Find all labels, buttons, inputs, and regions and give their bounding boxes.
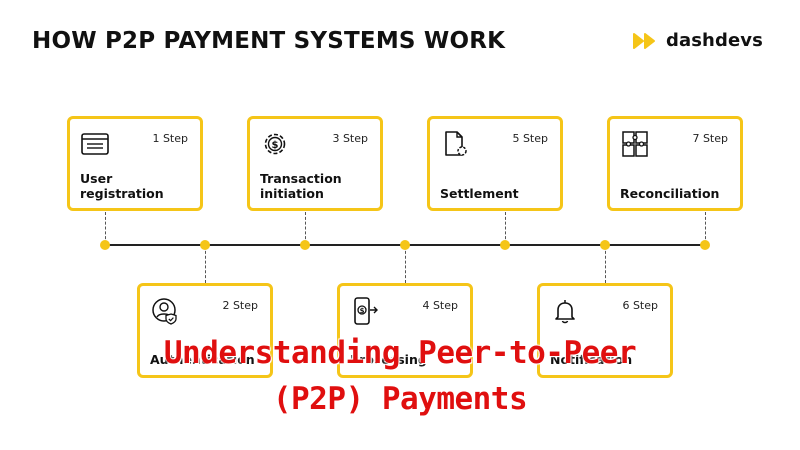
gear-dollar-icon: $: [264, 133, 286, 155]
timeline-dot: [700, 240, 710, 250]
overlay-caption: Understanding Peer-to-Peer (P2P) Payment…: [0, 330, 800, 422]
user-shield-icon: [152, 298, 177, 325]
browser-window-icon: [81, 133, 109, 155]
step-number: 5 Step: [512, 132, 548, 145]
connector-step-1: [105, 212, 106, 244]
page-title: HOW P2P PAYMENT SYSTEMS WORK: [32, 28, 506, 54]
step-card-6: 6 Step Notification: [537, 283, 673, 378]
svg-text:$: $: [360, 307, 365, 315]
step-label: Notification: [550, 352, 633, 367]
step-number: 1 Step: [152, 132, 188, 145]
step-card-4: $ 4 Step Processing: [337, 283, 473, 378]
timeline-dot: [600, 240, 610, 250]
connector-step-3: [305, 212, 306, 244]
step-card-5: 5 Step Settlement: [427, 116, 563, 211]
step-card-2: 2 Step Authentication: [137, 283, 273, 378]
timeline-dot: [300, 240, 310, 250]
step-number: 2 Step: [222, 299, 258, 312]
document-gear-icon: [445, 131, 467, 156]
step-number: 6 Step: [622, 299, 658, 312]
connector-step-7: [705, 212, 706, 244]
step-label: Transaction initiation: [260, 171, 342, 201]
bell-icon: [555, 300, 575, 324]
step-number: 4 Step: [422, 299, 458, 312]
svg-text:$: $: [272, 140, 279, 151]
step-label: Processing: [350, 352, 427, 367]
puzzle-icon: [622, 131, 648, 157]
step-label: User registration: [80, 171, 164, 201]
connector-step-2: [205, 246, 206, 283]
timeline-dot: [100, 240, 110, 250]
overlay-caption-line-1: Understanding Peer-to-Peer: [163, 335, 637, 371]
timeline-dot: [400, 240, 410, 250]
step-label: Settlement: [440, 186, 519, 201]
step-card-1: 1 Step User registration: [67, 116, 203, 211]
brand: dashdevs: [632, 30, 763, 51]
step-label: Authentication: [150, 352, 255, 367]
connector-step-5: [505, 212, 506, 244]
timeline-dot: [200, 240, 210, 250]
overlay-caption-line-2: (P2P) Payments: [272, 381, 528, 417]
timeline-dot: [500, 240, 510, 250]
phone-transfer-icon: $: [354, 297, 378, 325]
step-number: 7 Step: [692, 132, 728, 145]
connector-step-6: [605, 246, 606, 283]
step-card-3: $ 3 Step Transaction initiation: [247, 116, 383, 211]
connector-step-4: [405, 246, 406, 283]
step-card-7: 7 Step Reconciliation: [607, 116, 743, 211]
step-number: 3 Step: [332, 132, 368, 145]
brand-name: dashdevs: [666, 30, 763, 51]
step-label: Reconciliation: [620, 186, 720, 201]
dashdevs-logo-icon: [633, 32, 655, 49]
